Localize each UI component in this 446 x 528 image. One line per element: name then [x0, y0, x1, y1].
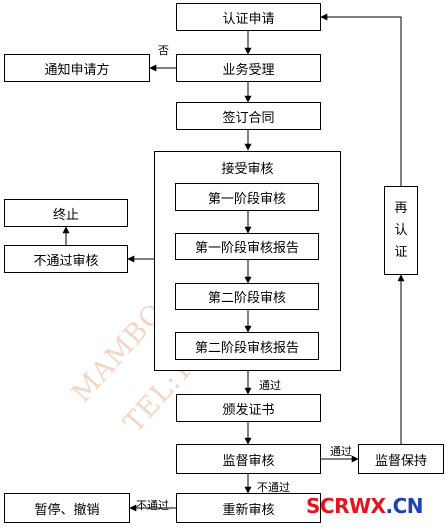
re-review-box: 重新审核	[176, 493, 321, 523]
stage2-review-box: 第二阶段审核	[175, 283, 319, 310]
business-acceptance-box: 业务受理	[176, 54, 321, 82]
recertify-box: 再 认 证	[384, 186, 418, 275]
accept-review-title: 接受审核	[221, 162, 274, 177]
recertify-char-1: 再	[394, 200, 408, 216]
label-no: 否	[158, 44, 169, 57]
recertify-char-3: 证	[394, 244, 408, 260]
stage1-review-box: 第一阶段审核	[175, 183, 319, 211]
notify-applicant-box: 通知申请方	[4, 54, 150, 82]
terminate-box: 终止	[4, 199, 128, 227]
certification-application-box: 认证申请	[176, 3, 321, 31]
recertify-char-2: 认	[394, 222, 408, 238]
maintain-supervision-box: 监督保持	[358, 444, 444, 474]
logo-part-1: SCRWX	[306, 494, 386, 518]
edge-recertify-to-apply	[320, 13, 402, 186]
label-fail-rereview: 不通过	[257, 481, 290, 494]
stage2-report-box: 第二阶段审核报告	[175, 332, 319, 360]
suspend-revoke-box: 暂停、撤销	[4, 493, 130, 523]
stage1-report-box: 第一阶段审核报告	[175, 233, 319, 260]
issue-certificate-box: 颁发证书	[176, 394, 321, 422]
label-pass-maintain: 通过	[330, 445, 352, 458]
sign-contract-box: 签订合同	[176, 102, 321, 130]
site-logo: SCRWX.CN	[306, 494, 423, 518]
supervision-review-box: 监督审核	[176, 444, 321, 474]
failed-review-box: 不通过审核	[4, 245, 128, 273]
logo-part-2: .CN	[385, 494, 423, 518]
label-pass-issue: 通过	[259, 379, 281, 392]
label-fail-suspend: 不通过	[136, 499, 169, 512]
